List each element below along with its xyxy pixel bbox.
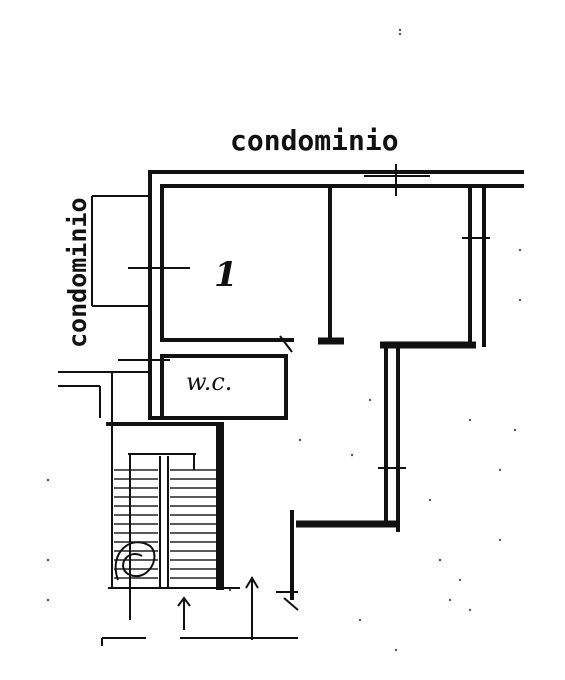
wc-label: w.c. — [186, 368, 232, 396]
exterior-walls — [58, 170, 524, 420]
scan-speck — [394, 648, 398, 652]
scan-speck — [468, 418, 472, 422]
scan-speck — [398, 32, 402, 36]
scan-speck — [46, 558, 50, 562]
scan-speck — [518, 298, 522, 302]
scan-speck — [513, 428, 517, 432]
scan-speck — [368, 398, 372, 402]
scan-speck — [46, 478, 50, 482]
condominio-top-label: condominio — [230, 124, 399, 157]
staircase — [106, 418, 224, 618]
scan-speck — [398, 28, 402, 32]
scan-speck — [438, 558, 442, 562]
scan-speck — [298, 438, 302, 442]
wc-walls — [118, 335, 293, 420]
scan-speck — [46, 598, 50, 602]
scan-speck — [518, 248, 522, 252]
scan-speck — [350, 453, 354, 457]
top-opening — [364, 164, 430, 196]
scan-speck — [448, 598, 452, 602]
room-right-walls — [296, 184, 490, 532]
room-1-walls — [128, 184, 344, 345]
scan-speck — [458, 578, 462, 582]
scan-speck — [498, 468, 502, 472]
scan-speck — [228, 588, 232, 592]
scan-speck — [358, 618, 362, 622]
scan-speck — [468, 608, 472, 612]
condominio-left-label: condominio — [63, 197, 92, 348]
scan-noise — [46, 28, 522, 652]
scan-speck — [498, 538, 502, 542]
scan-speck — [428, 498, 432, 502]
entrance-walls — [101, 510, 299, 646]
room-1-label: 1 — [214, 255, 238, 295]
